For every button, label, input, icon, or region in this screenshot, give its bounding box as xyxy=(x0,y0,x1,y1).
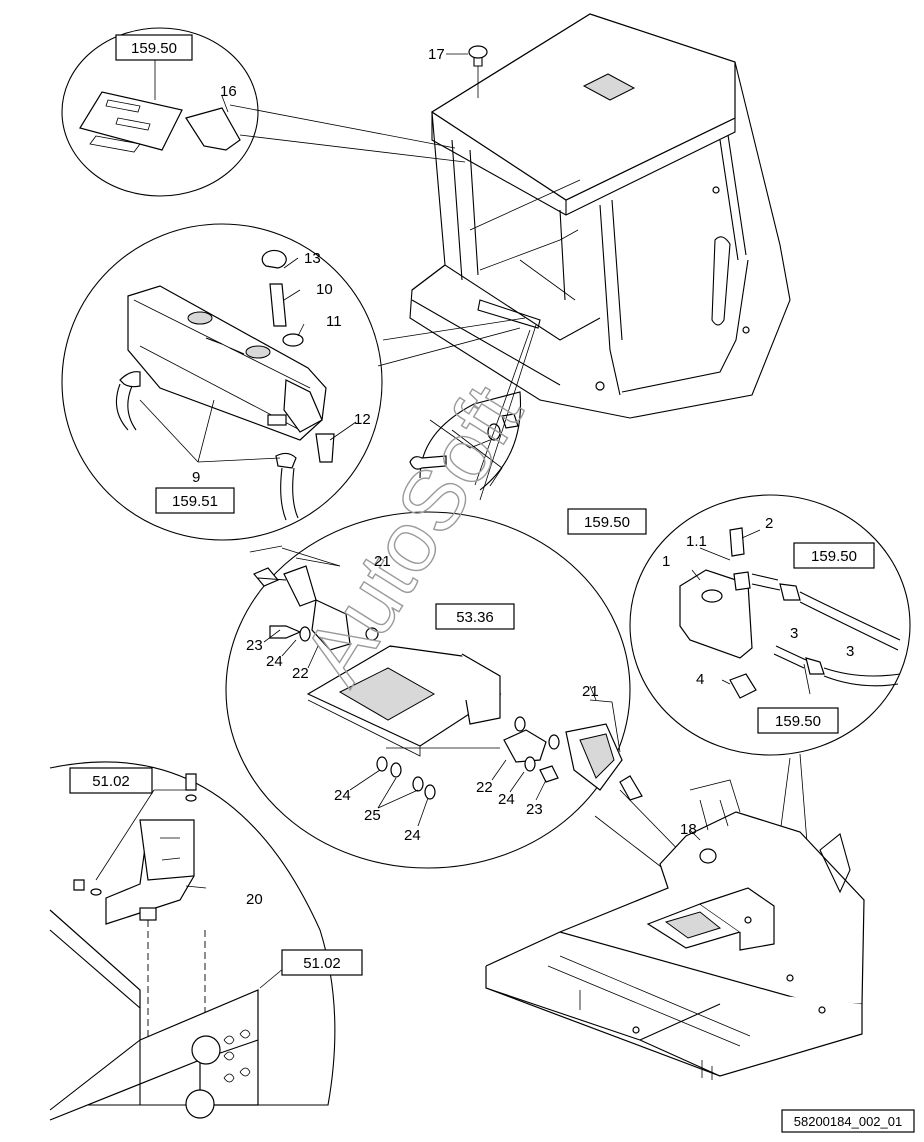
callout-11: 11 xyxy=(326,313,342,330)
callout-24a: 24 xyxy=(266,653,283,670)
callout-1: 1 xyxy=(662,553,670,570)
frame-assembly-bottom-left xyxy=(49,761,336,1121)
ref-label: 159.50 xyxy=(811,548,857,565)
callout-leaders xyxy=(263,629,547,827)
ref-box-left-detail[interactable]: 159.51 xyxy=(155,487,235,514)
callout-2: 2 xyxy=(765,515,773,532)
ref-box-bottom-center[interactable]: 51.02 xyxy=(281,949,363,976)
ref-label: 159.50 xyxy=(131,40,177,57)
ref-box-right-top[interactable]: 159.50 xyxy=(793,542,875,569)
callout-18: 18 xyxy=(680,821,697,838)
detail-circle-top xyxy=(61,27,466,197)
ref-box-bolt-detail[interactable]: 159.50 xyxy=(567,508,647,535)
callout-20: 20 xyxy=(246,891,263,908)
callout-24c: 24 xyxy=(334,787,351,804)
callout-3a: 3 xyxy=(790,625,798,642)
ref-label: 159.50 xyxy=(775,713,821,730)
callout-17: 17 xyxy=(428,46,445,63)
detail-circle-left xyxy=(61,223,526,541)
drawing-number: 58200184_002_01 xyxy=(794,1114,902,1129)
frame-assembly-bottom-right xyxy=(485,779,865,1080)
callout-23b: 23 xyxy=(526,801,543,818)
callout-22b: 22 xyxy=(476,779,493,796)
callout-4: 4 xyxy=(696,671,704,688)
callout-24d: 24 xyxy=(404,827,421,844)
leader-18 xyxy=(689,829,701,841)
ref-label: 159.51 xyxy=(172,493,218,510)
callout-22a: 22 xyxy=(292,665,309,682)
ref-box-top-left[interactable]: 159.50 xyxy=(115,34,193,61)
ref-box-right-bottom[interactable]: 159.50 xyxy=(757,707,839,734)
callout-21a: 21 xyxy=(374,553,391,570)
ref-label: 159.50 xyxy=(584,514,630,531)
ref-label: 53.36 xyxy=(456,609,494,626)
cab-assembly xyxy=(409,13,791,419)
callout-23a: 23 xyxy=(246,637,263,654)
callout-9: 9 xyxy=(192,469,200,486)
part-17-knob xyxy=(446,45,488,98)
ref-label: 51.02 xyxy=(303,955,341,972)
detail-circle-right xyxy=(629,494,911,945)
callout-10: 10 xyxy=(316,281,333,298)
drawing-number-box: 58200184_002_01 xyxy=(781,1109,915,1133)
callout-3b: 3 xyxy=(846,643,854,660)
callout-13: 13 xyxy=(304,250,321,267)
detail-bolt xyxy=(409,324,537,501)
callout-24b: 24 xyxy=(498,791,515,808)
ref-box-bottom-left[interactable]: 51.02 xyxy=(69,767,153,794)
callout-16: 16 xyxy=(220,83,237,100)
callout-1-1: 1.1 xyxy=(686,533,707,550)
detail-circle-center xyxy=(225,511,736,921)
ref-box-center[interactable]: 53.36 xyxy=(435,603,515,630)
callout-12: 12 xyxy=(354,411,371,428)
callout-21b: 21 xyxy=(582,683,599,700)
ref-label: 51.02 xyxy=(92,773,130,790)
callout-25: 25 xyxy=(364,807,381,824)
